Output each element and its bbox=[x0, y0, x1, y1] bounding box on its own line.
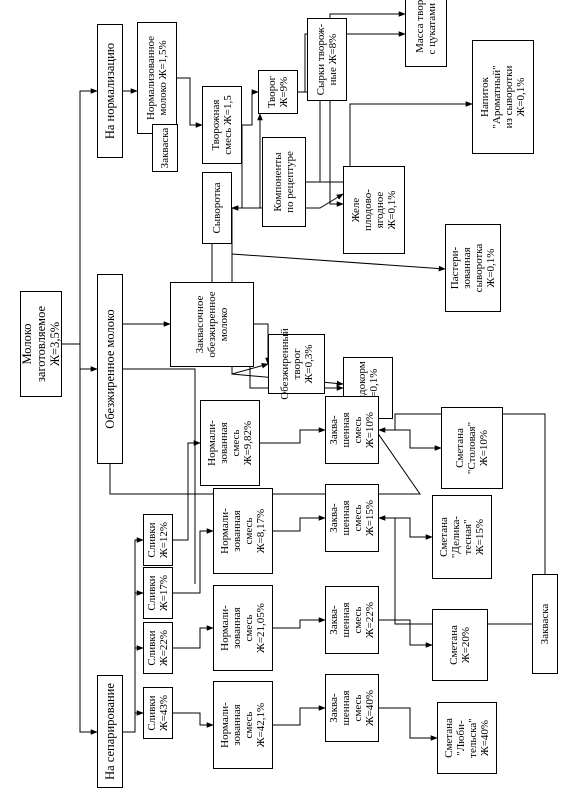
node-separation: На сепарирование bbox=[97, 675, 123, 788]
node-fermented-mix-40: Заква- шенная смесь Ж=40% bbox=[325, 674, 379, 742]
node-fermented-mix-22: Заква- шенная смесь Ж=22% bbox=[325, 586, 379, 654]
node-starter-1: Закваска bbox=[152, 124, 178, 172]
node-milk: Молоко заготовляемое Ж=3,5% bbox=[20, 291, 62, 397]
edge-29 bbox=[242, 89, 259, 126]
edge-38 bbox=[232, 193, 344, 209]
node-whey-drink: Напиток "Ароматный" из сыворотки Ж=0,1% bbox=[472, 40, 534, 154]
node-skim-milk: Обезжиренное молоко bbox=[97, 274, 123, 464]
edge-41 bbox=[231, 208, 269, 375]
edge-15 bbox=[260, 427, 326, 444]
node-cottage-cheese: Творог Ж=9% bbox=[258, 70, 298, 114]
edge-10 bbox=[173, 440, 201, 541]
node-normalized-mix-42: Нормали- зованная смесь Ж=42,1% bbox=[213, 681, 273, 769]
node-normalized-milk: Нормализованное молоко Ж=1,5% bbox=[137, 22, 177, 134]
node-fermented-mix-10: Заква- шенная смесь Ж=10% bbox=[325, 396, 379, 464]
edge-28 bbox=[177, 77, 203, 128]
node-cream-17: Сливки Ж=17% bbox=[143, 567, 173, 619]
edge-14 bbox=[273, 515, 326, 532]
node-normalized-mix-21: Нормали- зованная смесь Ж=21,05% bbox=[213, 585, 273, 671]
edge-19 bbox=[379, 429, 442, 451]
edge-7 bbox=[173, 712, 214, 728]
edge-8 bbox=[173, 625, 214, 649]
node-sour-cream-10: Сметана "Столовая" Ж=10% bbox=[441, 407, 503, 489]
node-cream-22: Сливки Ж=22% bbox=[143, 622, 173, 674]
edge-0 bbox=[62, 343, 98, 735]
node-sour-cream-15: Сметана "Делика- тесная" Ж=15% bbox=[432, 495, 492, 579]
edge-2 bbox=[79, 344, 98, 372]
node-fruit-jelly: Желе плодово- ягодное Ж=0,1% bbox=[343, 166, 405, 254]
edge-4 bbox=[134, 645, 144, 732]
edge-1 bbox=[79, 88, 98, 344]
edge-13 bbox=[273, 617, 326, 629]
edge-16 bbox=[379, 707, 438, 741]
node-sour-cream-20: Сметана Ж=20% bbox=[432, 609, 488, 681]
edge-21 bbox=[378, 413, 546, 574]
edge-9 bbox=[173, 528, 214, 594]
node-curd-mass: Масса творожная с цукатами Ж=8% bbox=[405, 0, 447, 67]
edge-5 bbox=[134, 590, 144, 648]
node-normalized-mix-8: Нормали- зованная смесь Ж=8,17% bbox=[213, 488, 273, 574]
node-curd-mix: Творожная смесь Ж=1,5 bbox=[202, 86, 242, 164]
node-cream-12: Сливки Ж=12% bbox=[143, 514, 173, 566]
edge-32 bbox=[298, 31, 406, 93]
node-recipe-components: Компоненты по рецептуре bbox=[262, 137, 306, 227]
edge-3 bbox=[123, 710, 144, 733]
edge-6 bbox=[134, 537, 144, 593]
node-whey: Сыворотка bbox=[202, 172, 232, 244]
node-starter-2: Закваска bbox=[532, 574, 558, 674]
node-normalized-mix-9: Нормали- зованная смесь Ж=9,82% bbox=[200, 400, 260, 486]
node-sour-cream-40: Сметана "Люби- тельска" Ж=40% bbox=[437, 702, 497, 774]
node-fermented-mix-15: Заква- шенная смесь Ж=15% bbox=[325, 484, 379, 552]
edge-12 bbox=[273, 705, 326, 726]
edge-36 bbox=[306, 181, 344, 207]
edge-23 bbox=[254, 323, 271, 365]
node-starter-skim-milk: Заквасочное обезжиренное молоко bbox=[170, 282, 254, 367]
node-curd-snacks: Сырки творож- ные Ж=8% bbox=[307, 18, 347, 101]
edge-18 bbox=[379, 517, 433, 540]
node-skim-cottage-cheese: Обезжиренный творог Ж=0,3% bbox=[268, 328, 325, 400]
node-pasteurized-whey: Пастери- зованная сыворотка Ж=0,1% bbox=[445, 224, 501, 312]
edge-11 bbox=[123, 368, 196, 584]
node-normalization: На нормализацию bbox=[97, 24, 123, 158]
node-cream-43: Сливки Ж=43% bbox=[143, 687, 173, 739]
